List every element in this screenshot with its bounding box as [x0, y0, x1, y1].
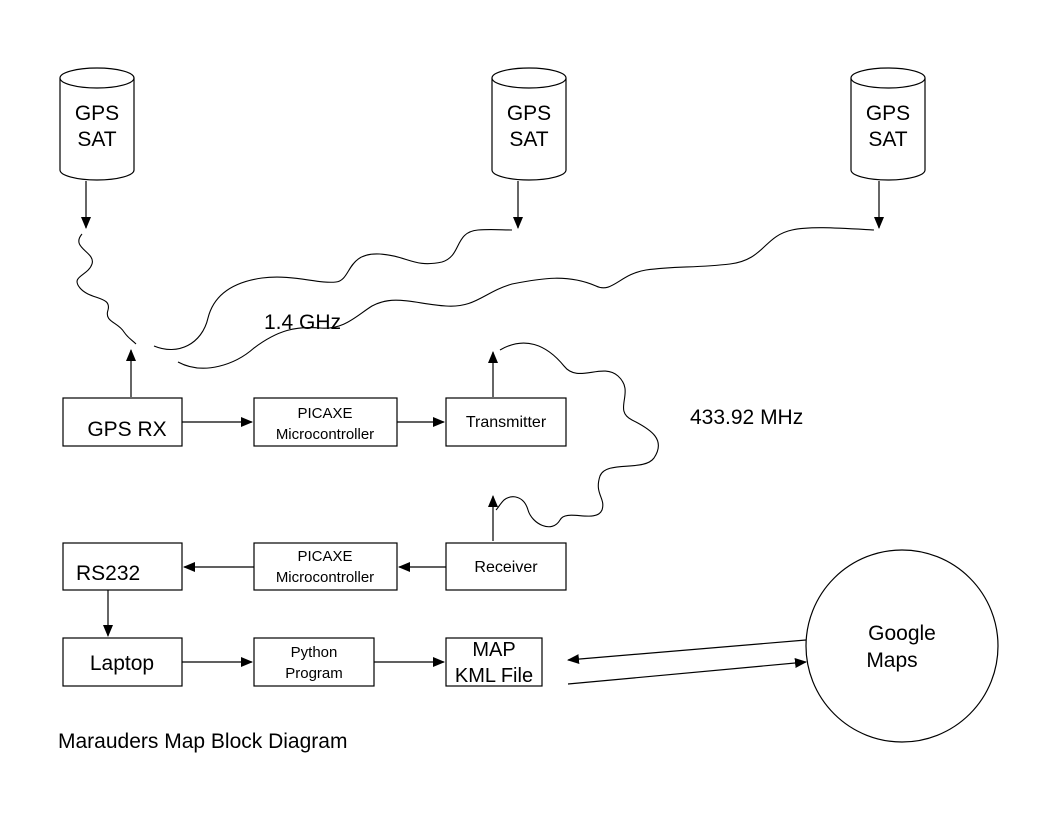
satellite-label: GPS	[866, 102, 910, 125]
block-label: Microcontroller	[276, 569, 374, 586]
map-to-google-arrow	[567, 658, 807, 685]
block-label: RS232	[76, 562, 140, 585]
block-label: Python	[291, 644, 338, 661]
block-label: Laptop	[90, 652, 154, 675]
satellite-label: GPS	[507, 102, 551, 125]
block-label: Program	[285, 665, 343, 682]
map-kml-file-block: MAP KML File	[445, 637, 543, 687]
laptop-block: Laptop	[62, 637, 183, 687]
gps-rx-block: GPS RX	[62, 397, 183, 447]
satellite-label: SAT	[509, 128, 548, 151]
receiver-block: Receiver	[445, 542, 567, 591]
picaxe-receive-block: PICAXE Microcontroller	[253, 542, 398, 591]
transmitter-block: Transmitter	[445, 397, 567, 447]
diagram-caption: Marauders Map Block Diagram	[58, 730, 347, 753]
google-maps-node: Google Maps	[805, 549, 999, 743]
block-label: Microcontroller	[276, 426, 374, 443]
radio-frequency-label: 433.92 MHz	[690, 406, 803, 429]
block-label: PICAXE	[297, 405, 352, 422]
satellite-label: SAT	[868, 128, 907, 151]
gps-frequency-label: 1.4 GHz	[264, 311, 341, 334]
satellite-label: GPS	[75, 102, 119, 125]
gps-signal-wave-3	[177, 227, 875, 369]
block-label: MAP	[472, 639, 515, 661]
gps-signal-wave-1	[76, 233, 137, 345]
google-to-map-arrow	[567, 639, 807, 665]
satellite-label: SAT	[77, 128, 116, 151]
block-label: PICAXE	[297, 548, 352, 565]
radio-signal-wave	[495, 342, 659, 528]
picaxe-transmit-block: PICAXE Microcontroller	[253, 397, 398, 447]
gps-signal-wave-2	[153, 229, 513, 351]
block-label: GPS RX	[87, 418, 166, 441]
gps-satellite-3: GPS SAT	[850, 67, 926, 181]
google-maps-label: Maps	[866, 649, 917, 672]
google-maps-label: Google	[868, 622, 936, 645]
block-label: Receiver	[474, 559, 538, 576]
python-program-block: Python Program	[253, 637, 375, 687]
block-label: KML File	[455, 665, 533, 687]
block-label: Transmitter	[466, 414, 547, 431]
gps-satellite-1: GPS SAT	[59, 67, 135, 181]
rs232-block: RS232	[62, 542, 183, 591]
gps-satellite-2: GPS SAT	[491, 67, 567, 181]
